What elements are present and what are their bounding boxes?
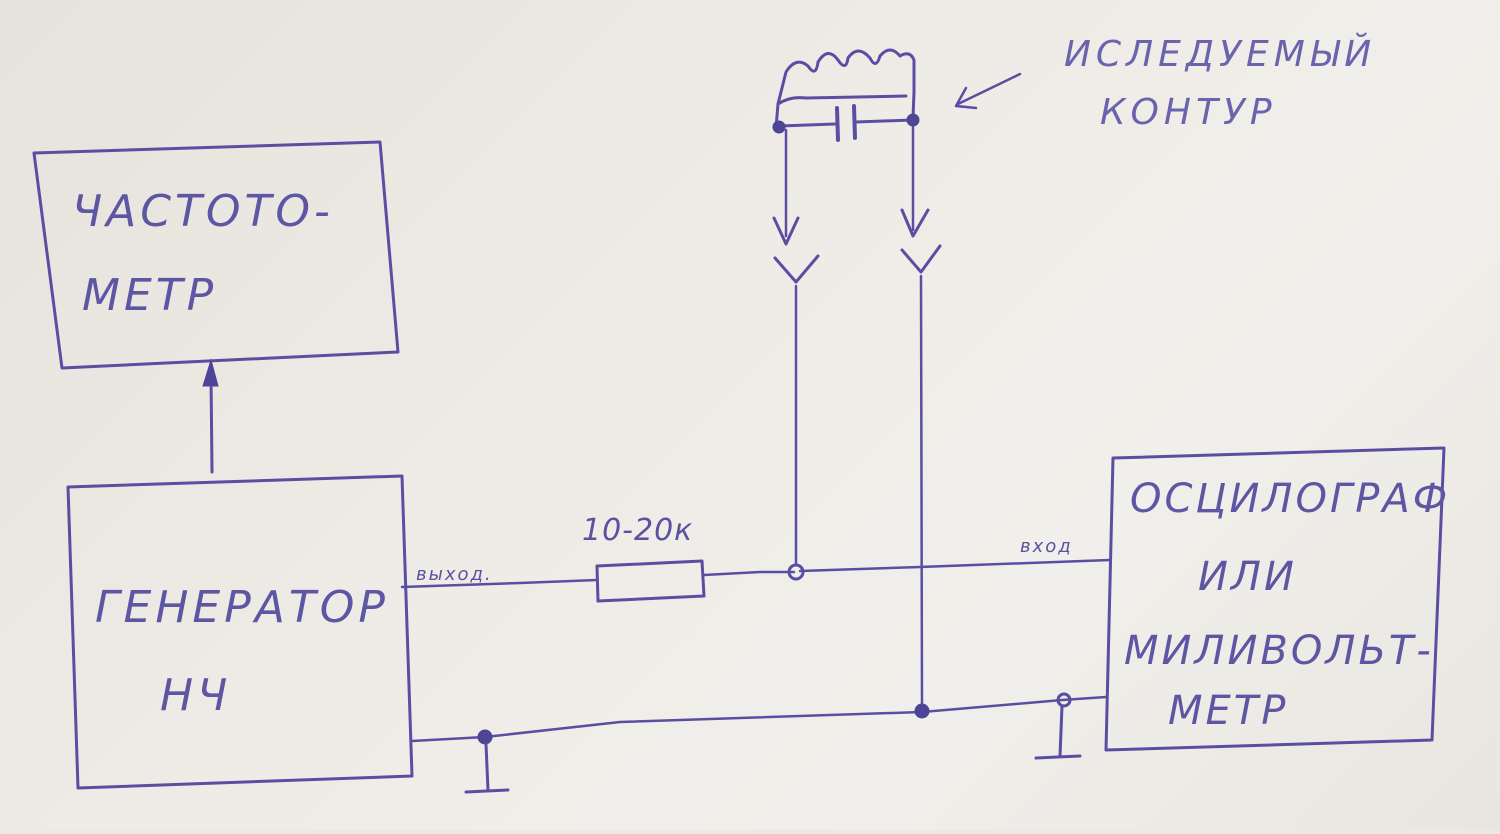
oscilloscope-input-label: вход [1020, 536, 1073, 557]
circuit-lead-right [900, 122, 942, 706]
ground-junction-left [477, 729, 493, 745]
inductor-icon [774, 48, 916, 130]
signal-node [787, 563, 805, 581]
ground-wire [410, 692, 1108, 745]
ground-symbol-right [1034, 704, 1082, 760]
frequency-meter-block: ЧАСТОТО- МЕТР [32, 140, 400, 370]
resistor: 10-20к [582, 513, 706, 603]
connector-socket-right [900, 244, 942, 274]
oscilloscope-box [1104, 446, 1446, 752]
ground-junction-circuit [914, 703, 930, 719]
circuit-note-line1: ИСЛЕДУЕМЫЙ [1064, 33, 1376, 75]
resistor-body [595, 559, 706, 603]
connector-socket-left [773, 254, 820, 284]
oscilloscope-label-line1: ОСЦИЛОГРАФ [1130, 476, 1450, 522]
circuit-note-line2: КОНТУР [1100, 92, 1277, 133]
connector-plug-left [772, 216, 800, 246]
lc-node-right [906, 113, 920, 127]
oscilloscope-label-line4: МЕТР [1168, 688, 1288, 734]
generator-to-meter-arrow [202, 358, 219, 474]
generator-label-line2: НЧ [160, 670, 231, 721]
generator-box [66, 474, 414, 790]
ground-junction-right [1056, 692, 1072, 708]
arrow-head-icon [202, 358, 219, 387]
signal-wire [400, 558, 1112, 589]
circuit-lead-left [772, 128, 820, 581]
ground-symbol-left [464, 742, 510, 794]
lc-circuit [772, 48, 920, 142]
connector-plug-right [900, 208, 930, 238]
arrow-head-icon [954, 86, 978, 110]
generator-output-label: выход. [416, 564, 493, 585]
frequency-meter-label-line2: МЕТР [82, 270, 217, 321]
oscilloscope-block: ОСЦИЛОГРАФ ИЛИ МИЛИВОЛЬТ- МЕТР вход [1020, 446, 1450, 752]
oscilloscope-label-line2: ИЛИ [1198, 554, 1297, 600]
capacitor-plate-left [835, 106, 840, 142]
lc-node-left [772, 120, 786, 134]
frequency-meter-label-line1: ЧАСТОТО- [72, 186, 334, 237]
annotation-arrow [956, 72, 1022, 106]
oscilloscope-label-line3: МИЛИВОЛЬТ- [1124, 628, 1434, 674]
resistor-value-label: 10-20к [582, 513, 693, 548]
generator-block: ГЕНЕРАТОР НЧ выход. [66, 474, 493, 790]
frequency-meter-box [32, 140, 400, 370]
generator-label-line1: ГЕНЕРАТОР [95, 582, 389, 633]
circuit-annotation: ИСЛЕДУЕМЫЙ КОНТУР [954, 33, 1376, 133]
